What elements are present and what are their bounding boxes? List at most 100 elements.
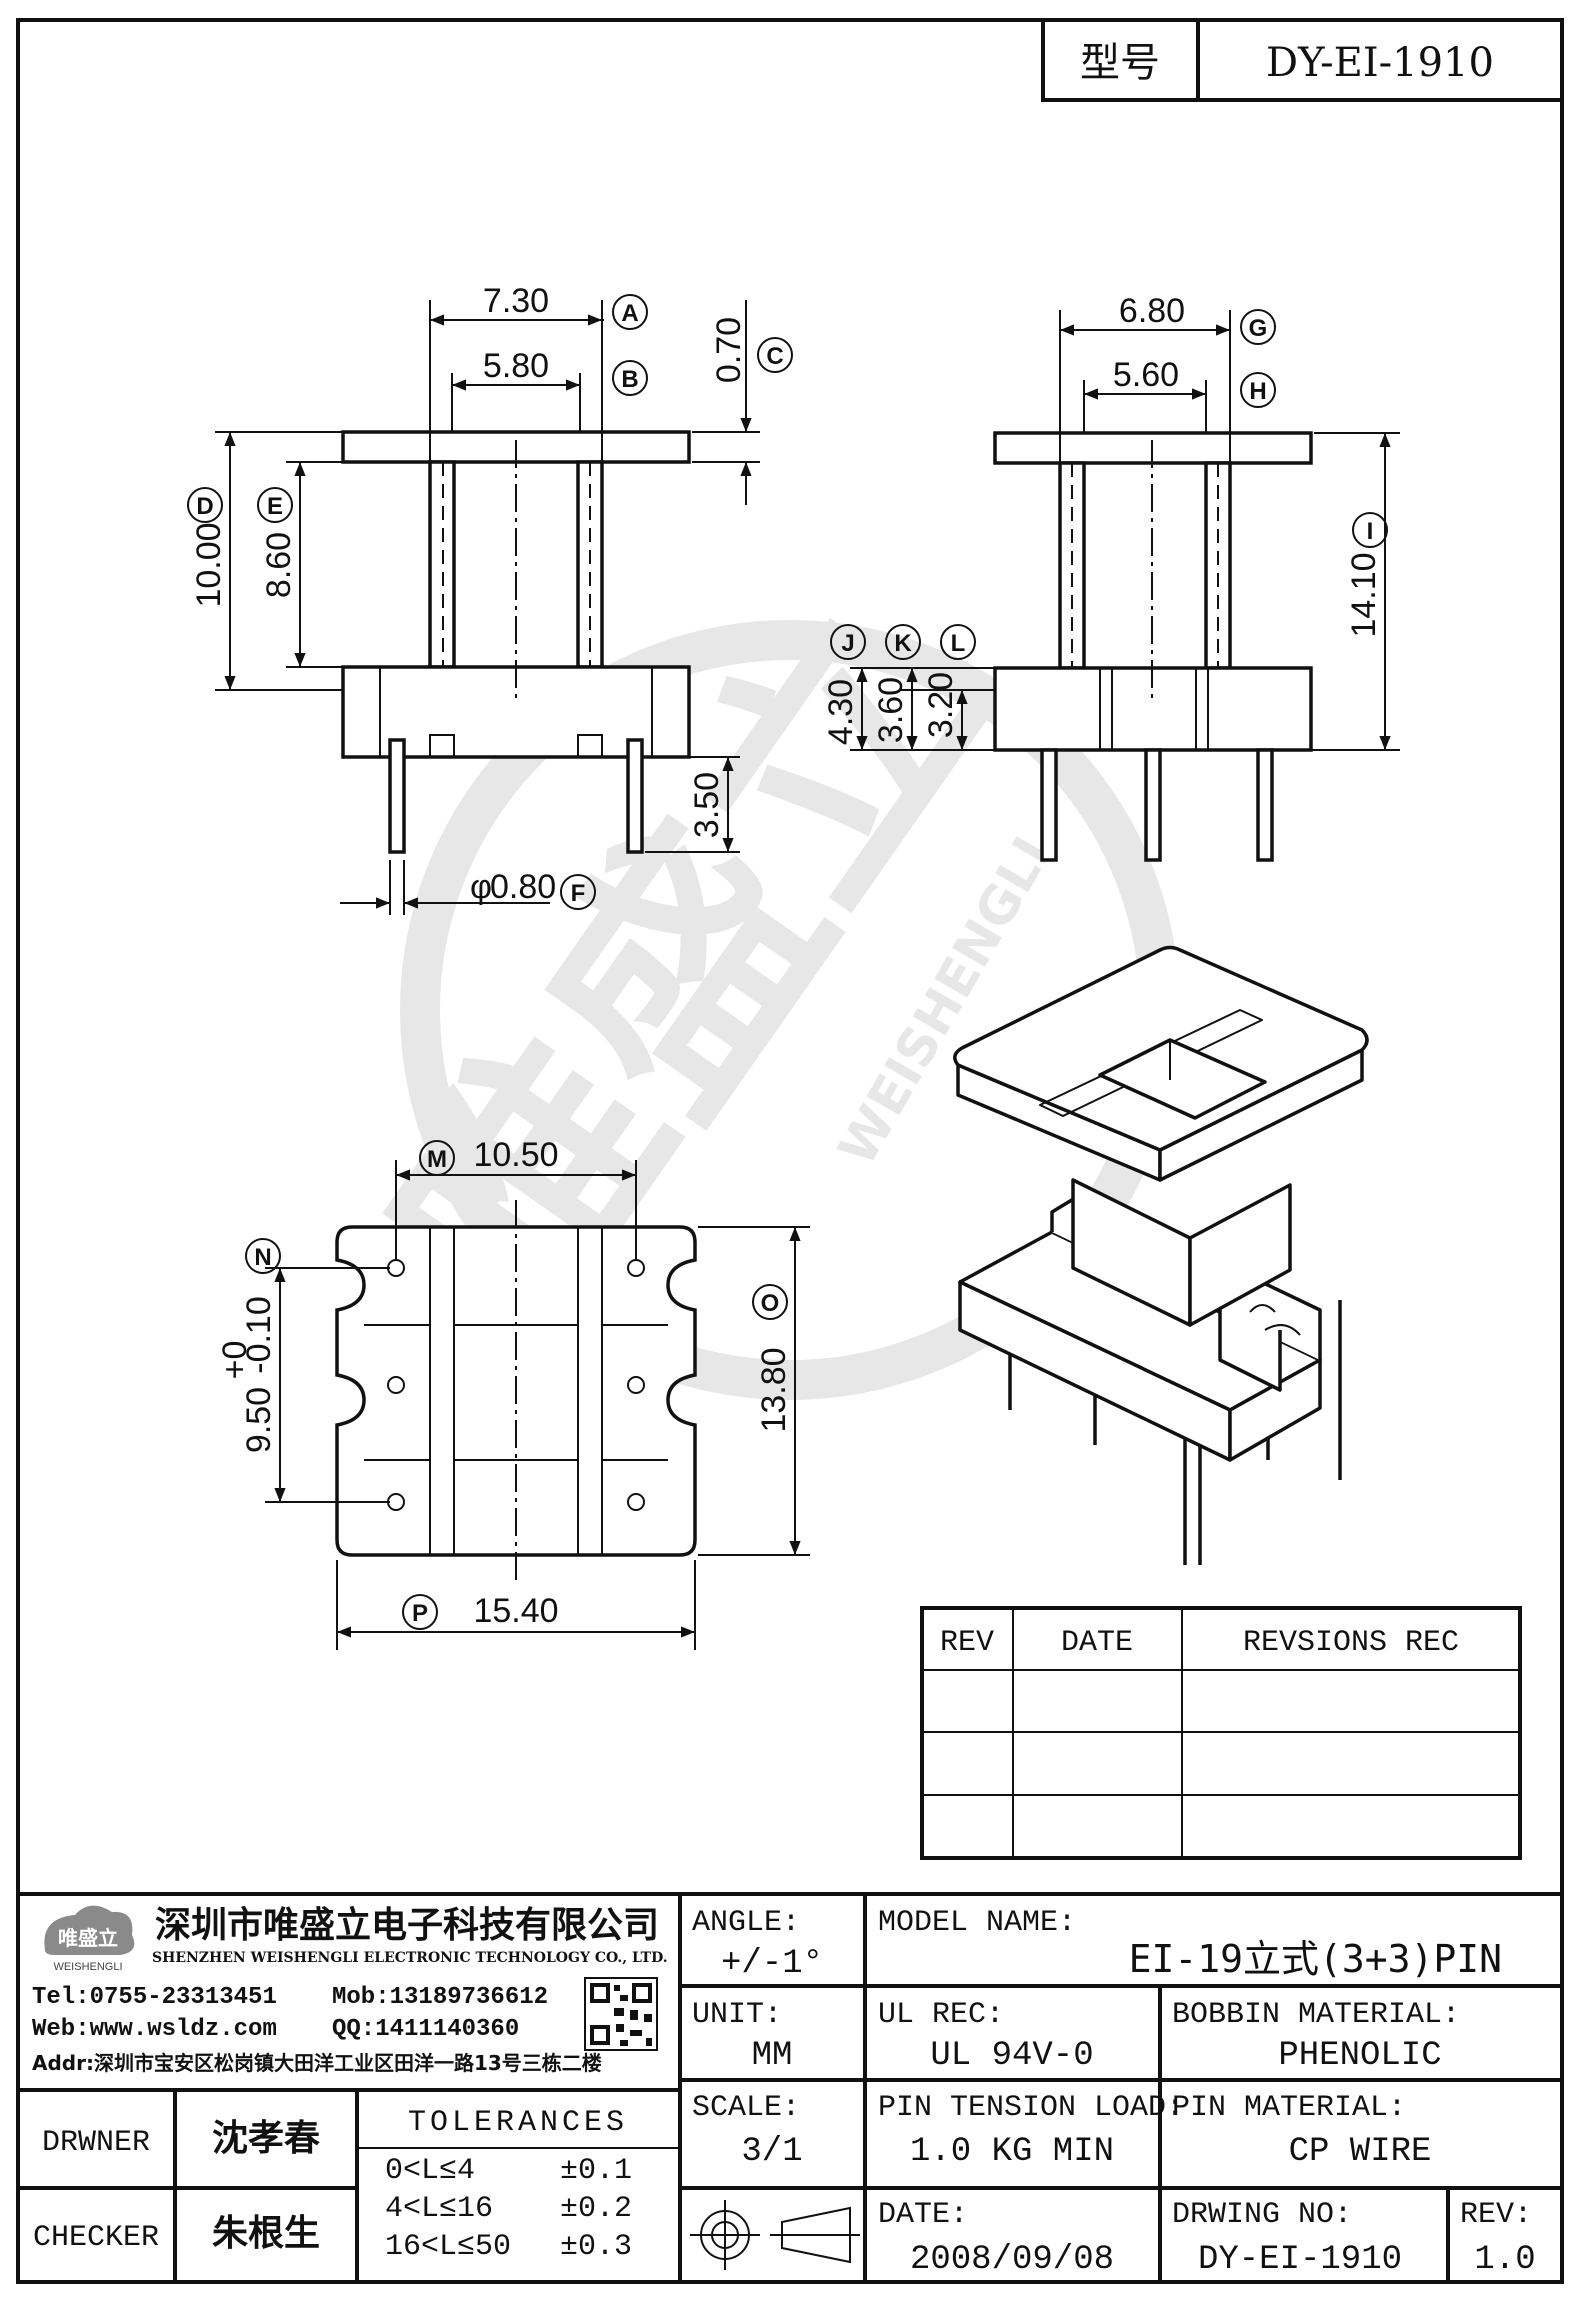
- rev-value: 1.0: [1474, 2241, 1535, 2279]
- company-mob: Mob:13189736612: [332, 1984, 548, 2011]
- tolerance-range-3: 16<L≤50: [385, 2230, 511, 2264]
- header-box: 型号 DY-EI-1910: [1041, 18, 1564, 102]
- dim-i-value: 14.10: [1345, 552, 1383, 637]
- ul-value: UL 94V-0: [930, 2037, 1093, 2075]
- dim-d-value: 10.00: [190, 522, 228, 607]
- svg-text:H: H: [1249, 378, 1266, 405]
- pin-material-value: CP WIRE: [1289, 2133, 1432, 2171]
- checker-value: 朱根生: [212, 2213, 320, 2254]
- angle-value: +/-1°: [721, 1945, 823, 1983]
- unit-label: UNIT:: [692, 1998, 782, 2032]
- drawing-no-label: DRWING NO:: [1172, 2198, 1352, 2232]
- projection-symbol-icon: [690, 2200, 860, 2270]
- rev-header-date: DATE: [1061, 1626, 1133, 1660]
- svg-text:L: L: [951, 630, 966, 657]
- callout-f: F: [560, 874, 596, 910]
- callout-o: O: [752, 1284, 788, 1320]
- svg-text:M: M: [427, 1146, 447, 1173]
- svg-text:J: J: [841, 630, 854, 657]
- callout-b: B: [612, 360, 648, 396]
- rev-header-rev: REV: [940, 1626, 994, 1660]
- angle-label: ANGLE:: [692, 1906, 800, 1940]
- dim-n-tol-upper: +0: [216, 1341, 254, 1380]
- front-view-dimensions: 7.30 5.80 0.70 10.00 8.60 3.50 φ 0.80: [190, 282, 760, 915]
- header-type-value: DY-EI-1910: [1266, 40, 1494, 86]
- company-logo-en: WEISHENGLI: [53, 1961, 122, 1973]
- callout-n: N: [245, 1238, 281, 1274]
- company-logo: 唯盛立 WEISHENGLI: [44, 1905, 135, 1973]
- dim-f-value: 0.80: [490, 868, 556, 906]
- svg-text:E: E: [267, 493, 283, 520]
- tolerance-range-2: 4<L≤16: [385, 2192, 493, 2226]
- callout-a: A: [612, 294, 648, 330]
- callout-p: P: [402, 1594, 438, 1630]
- callout-j: J: [830, 624, 866, 660]
- tolerance-value-1: ±0.1: [560, 2154, 632, 2188]
- side-view: [993, 431, 1313, 862]
- company-tel: Tel:0755-23313451: [32, 1984, 277, 2011]
- dim-k-value: 3.60: [872, 677, 910, 743]
- company-qq: QQ:1411140360: [332, 2016, 519, 2043]
- dim-h-value: 5.60: [1113, 356, 1179, 394]
- model-value: EI-19立式(3+3)PIN: [1129, 1937, 1502, 1981]
- callout-m: M: [419, 1140, 455, 1176]
- dim-a-value: 7.30: [483, 282, 549, 320]
- model-label: MODEL NAME:: [878, 1906, 1076, 1940]
- date-label: DATE:: [878, 2198, 968, 2232]
- svg-text:O: O: [761, 1290, 780, 1317]
- callout-h: H: [1240, 372, 1276, 408]
- company-name-en: SHENZHEN WEISHENGLI ELECTRONIC TECHNOLOG…: [152, 1950, 668, 1966]
- rev-label: REV:: [1460, 2198, 1532, 2232]
- callout-circles: A B C D E F G H I J K L M N O P: [187, 294, 1388, 1630]
- pin-material-label: PIN MATERIAL:: [1172, 2091, 1406, 2125]
- callout-l: L: [940, 624, 976, 660]
- scale-value: 3/1: [741, 2133, 802, 2171]
- tension-value: 1.0 KG MIN: [910, 2133, 1114, 2171]
- date-value: 2008/09/08: [910, 2241, 1114, 2279]
- dim-g-value: 6.80: [1119, 292, 1185, 330]
- dim-pin-value: 3.50: [688, 772, 726, 838]
- bobbin-value: PHENOLIC: [1278, 2037, 1441, 2075]
- dim-j-value: 4.30: [822, 679, 860, 745]
- bottom-view: [335, 1200, 697, 1580]
- drawer-value: 沈孝春: [212, 2118, 320, 2159]
- tolerance-value-3: ±0.3: [560, 2230, 632, 2264]
- qr-code-icon: [584, 1977, 658, 2051]
- rev-header-rec: REVSIONS REC: [1243, 1626, 1459, 1660]
- company-logo-cn: 唯盛立: [58, 1926, 118, 1950]
- callout-k: K: [885, 624, 921, 660]
- front-view: [341, 430, 691, 854]
- dim-e-value: 8.60: [260, 532, 298, 598]
- checker-label: CHECKER: [33, 2221, 159, 2255]
- dim-f-prefix: φ: [470, 868, 492, 906]
- svg-text:D: D: [196, 493, 213, 520]
- svg-text:F: F: [571, 880, 586, 907]
- dim-c-value: 0.70: [710, 317, 748, 383]
- tension-label: PIN TENSION LOAD:: [878, 2091, 1184, 2125]
- company-addr: Addr:深圳市宝安区松岗镇大田洋工业区田洋一路13号三栋二楼: [32, 2051, 602, 2075]
- callout-i: I: [1352, 512, 1388, 548]
- svg-text:N: N: [254, 1244, 271, 1271]
- title-block: 唯盛立 WEISHENGLI 深圳市唯盛立电子科技有限公司 SHENZHEN W…: [18, 1892, 1562, 2282]
- company-web: Web:www.wsldz.com: [32, 2016, 277, 2043]
- company-name-cn: 深圳市唯盛立电子科技有限公司: [155, 1905, 659, 1946]
- dim-p-value: 15.40: [473, 1592, 558, 1630]
- dim-l-value: 3.20: [922, 672, 960, 738]
- svg-text:G: G: [1249, 315, 1268, 342]
- callout-d: D: [187, 487, 223, 523]
- revision-table: REV DATE REVSIONS REC: [920, 1606, 1522, 1860]
- tolerance-range-1: 0<L≤4: [385, 2154, 475, 2188]
- drawing-border: [16, 18, 1564, 2284]
- scale-label: SCALE:: [692, 2091, 800, 2125]
- dim-o-value: 13.80: [755, 1347, 793, 1432]
- drawer-label: DRWNER: [42, 2126, 150, 2160]
- drawing-no-value: DY-EI-1910: [1198, 2241, 1402, 2279]
- svg-text:A: A: [621, 300, 638, 327]
- header-type-label: 型号: [1080, 40, 1160, 86]
- tolerances-label: TOLERANCES: [408, 2106, 628, 2140]
- callout-e: E: [257, 487, 293, 523]
- ul-label: UL REC:: [878, 1998, 1004, 2032]
- svg-text:C: C: [766, 343, 783, 370]
- dim-b-value: 5.80: [483, 347, 549, 385]
